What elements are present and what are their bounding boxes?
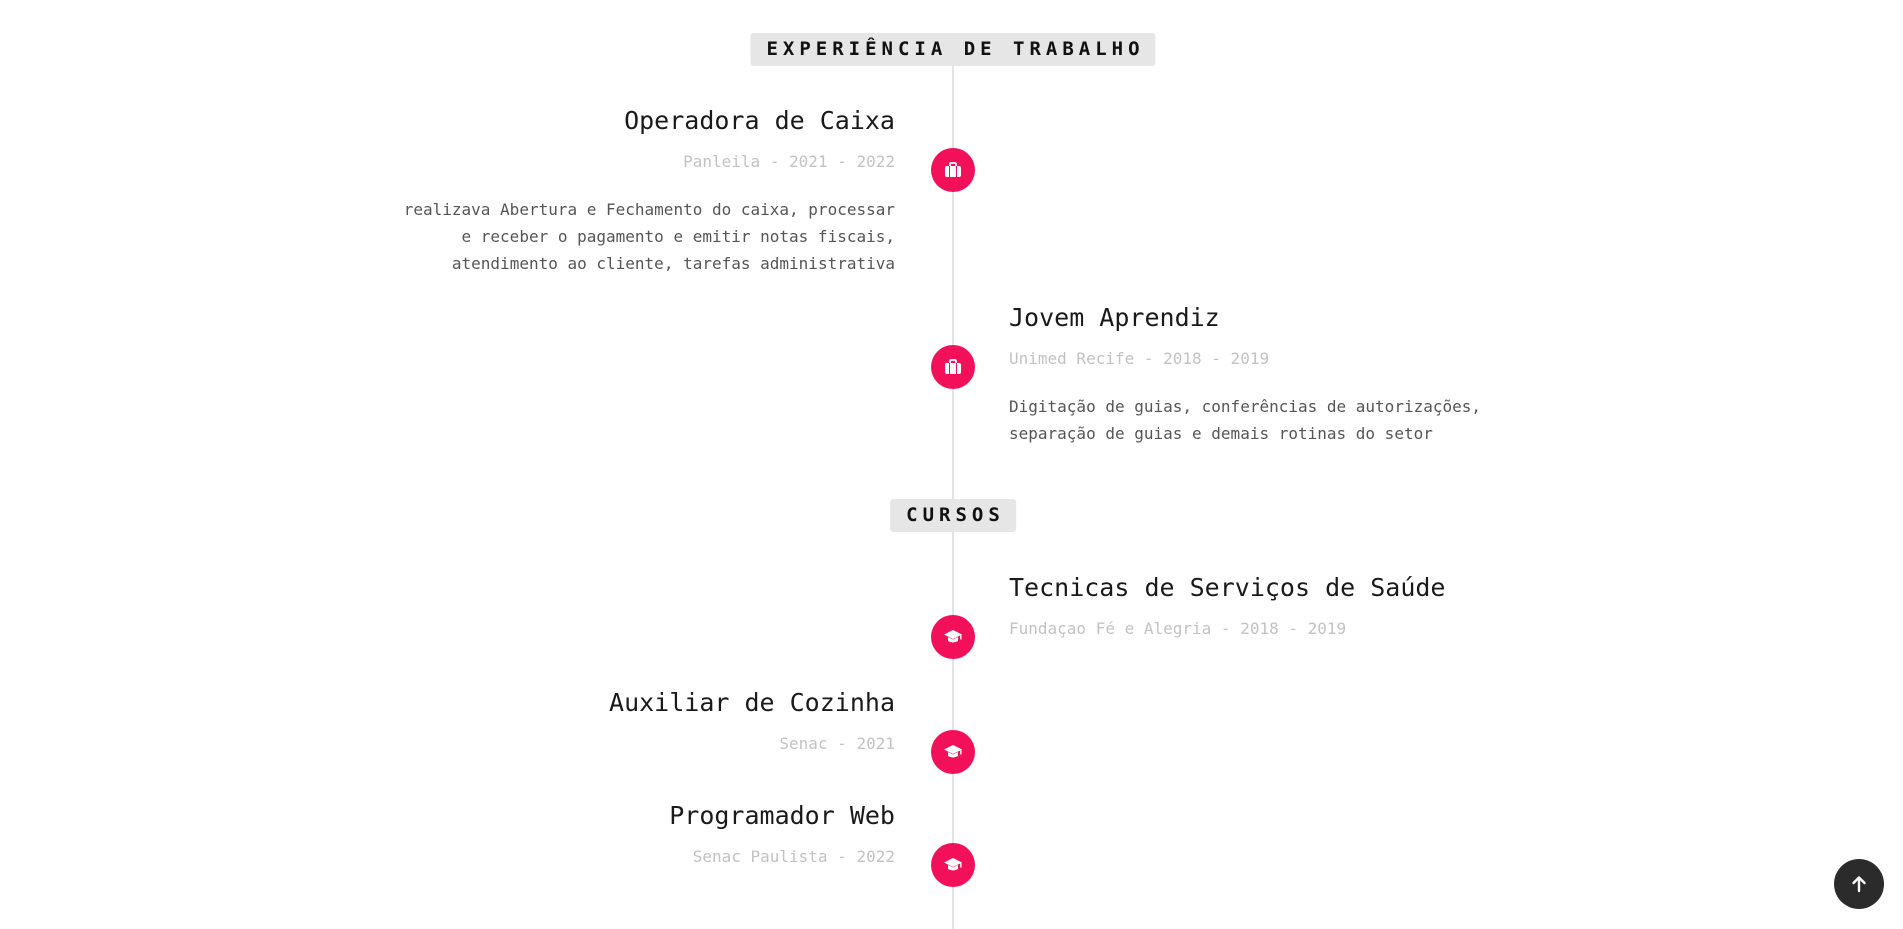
entry-meta: Senac - 2021: [779, 734, 895, 753]
entry-title: Jovem Aprendiz: [1009, 303, 1220, 332]
graduation-cap-icon: [944, 858, 962, 871]
entry-meta: Senac Paulista - 2022: [692, 847, 895, 866]
timeline-line: [952, 66, 954, 929]
timeline-node: [931, 148, 975, 192]
timeline-node: [931, 730, 975, 774]
graduation-cap-icon: [944, 745, 962, 758]
timeline-node: [931, 345, 975, 389]
course-item-auxiliar-cozinha: Auxiliar de Cozinha Senac - 2021: [609, 688, 895, 754]
entry-meta: Panleila - 2021 - 2022: [683, 152, 895, 171]
course-item-programador-web: Programador Web Senac Paulista - 2022: [669, 801, 895, 867]
entry-meta: Fundaçao Fé e Alegria - 2018 - 2019: [1009, 619, 1347, 638]
entry-description: realizava Abertura e Fechamento do caixa…: [403, 200, 895, 273]
briefcase-icon: [945, 162, 961, 177]
briefcase-icon: [945, 359, 961, 374]
timeline-node: [931, 843, 975, 887]
section-title-experience: EXPERIÊNCIA DE TRABALHO: [750, 33, 1156, 66]
entry-title: Operadora de Caixa: [624, 106, 895, 135]
experience-item-operadora: Operadora de Caixa Panleila - 2021 - 202…: [404, 106, 895, 277]
experience-item-jovem-aprendiz: Jovem Aprendiz Unimed Recife - 2018 - 20…: [1009, 303, 1481, 447]
section-title-courses: CURSOS: [890, 499, 1016, 532]
entry-title: Tecnicas de Serviços de Saúde: [1009, 573, 1446, 602]
timeline-node: [931, 615, 975, 659]
arrow-up-icon: [1852, 876, 1866, 893]
entry-title: Auxiliar de Cozinha: [609, 688, 895, 717]
entry-description: Digitação de guias, conferências de auto…: [1009, 397, 1482, 443]
scroll-to-top-button[interactable]: [1834, 859, 1884, 909]
course-item-tecnicas: Tecnicas de Serviços de Saúde Fundaçao F…: [1009, 573, 1446, 639]
entry-title: Programador Web: [669, 801, 895, 830]
entry-meta: Unimed Recife - 2018 - 2019: [1009, 349, 1270, 368]
graduation-cap-icon: [944, 630, 962, 643]
